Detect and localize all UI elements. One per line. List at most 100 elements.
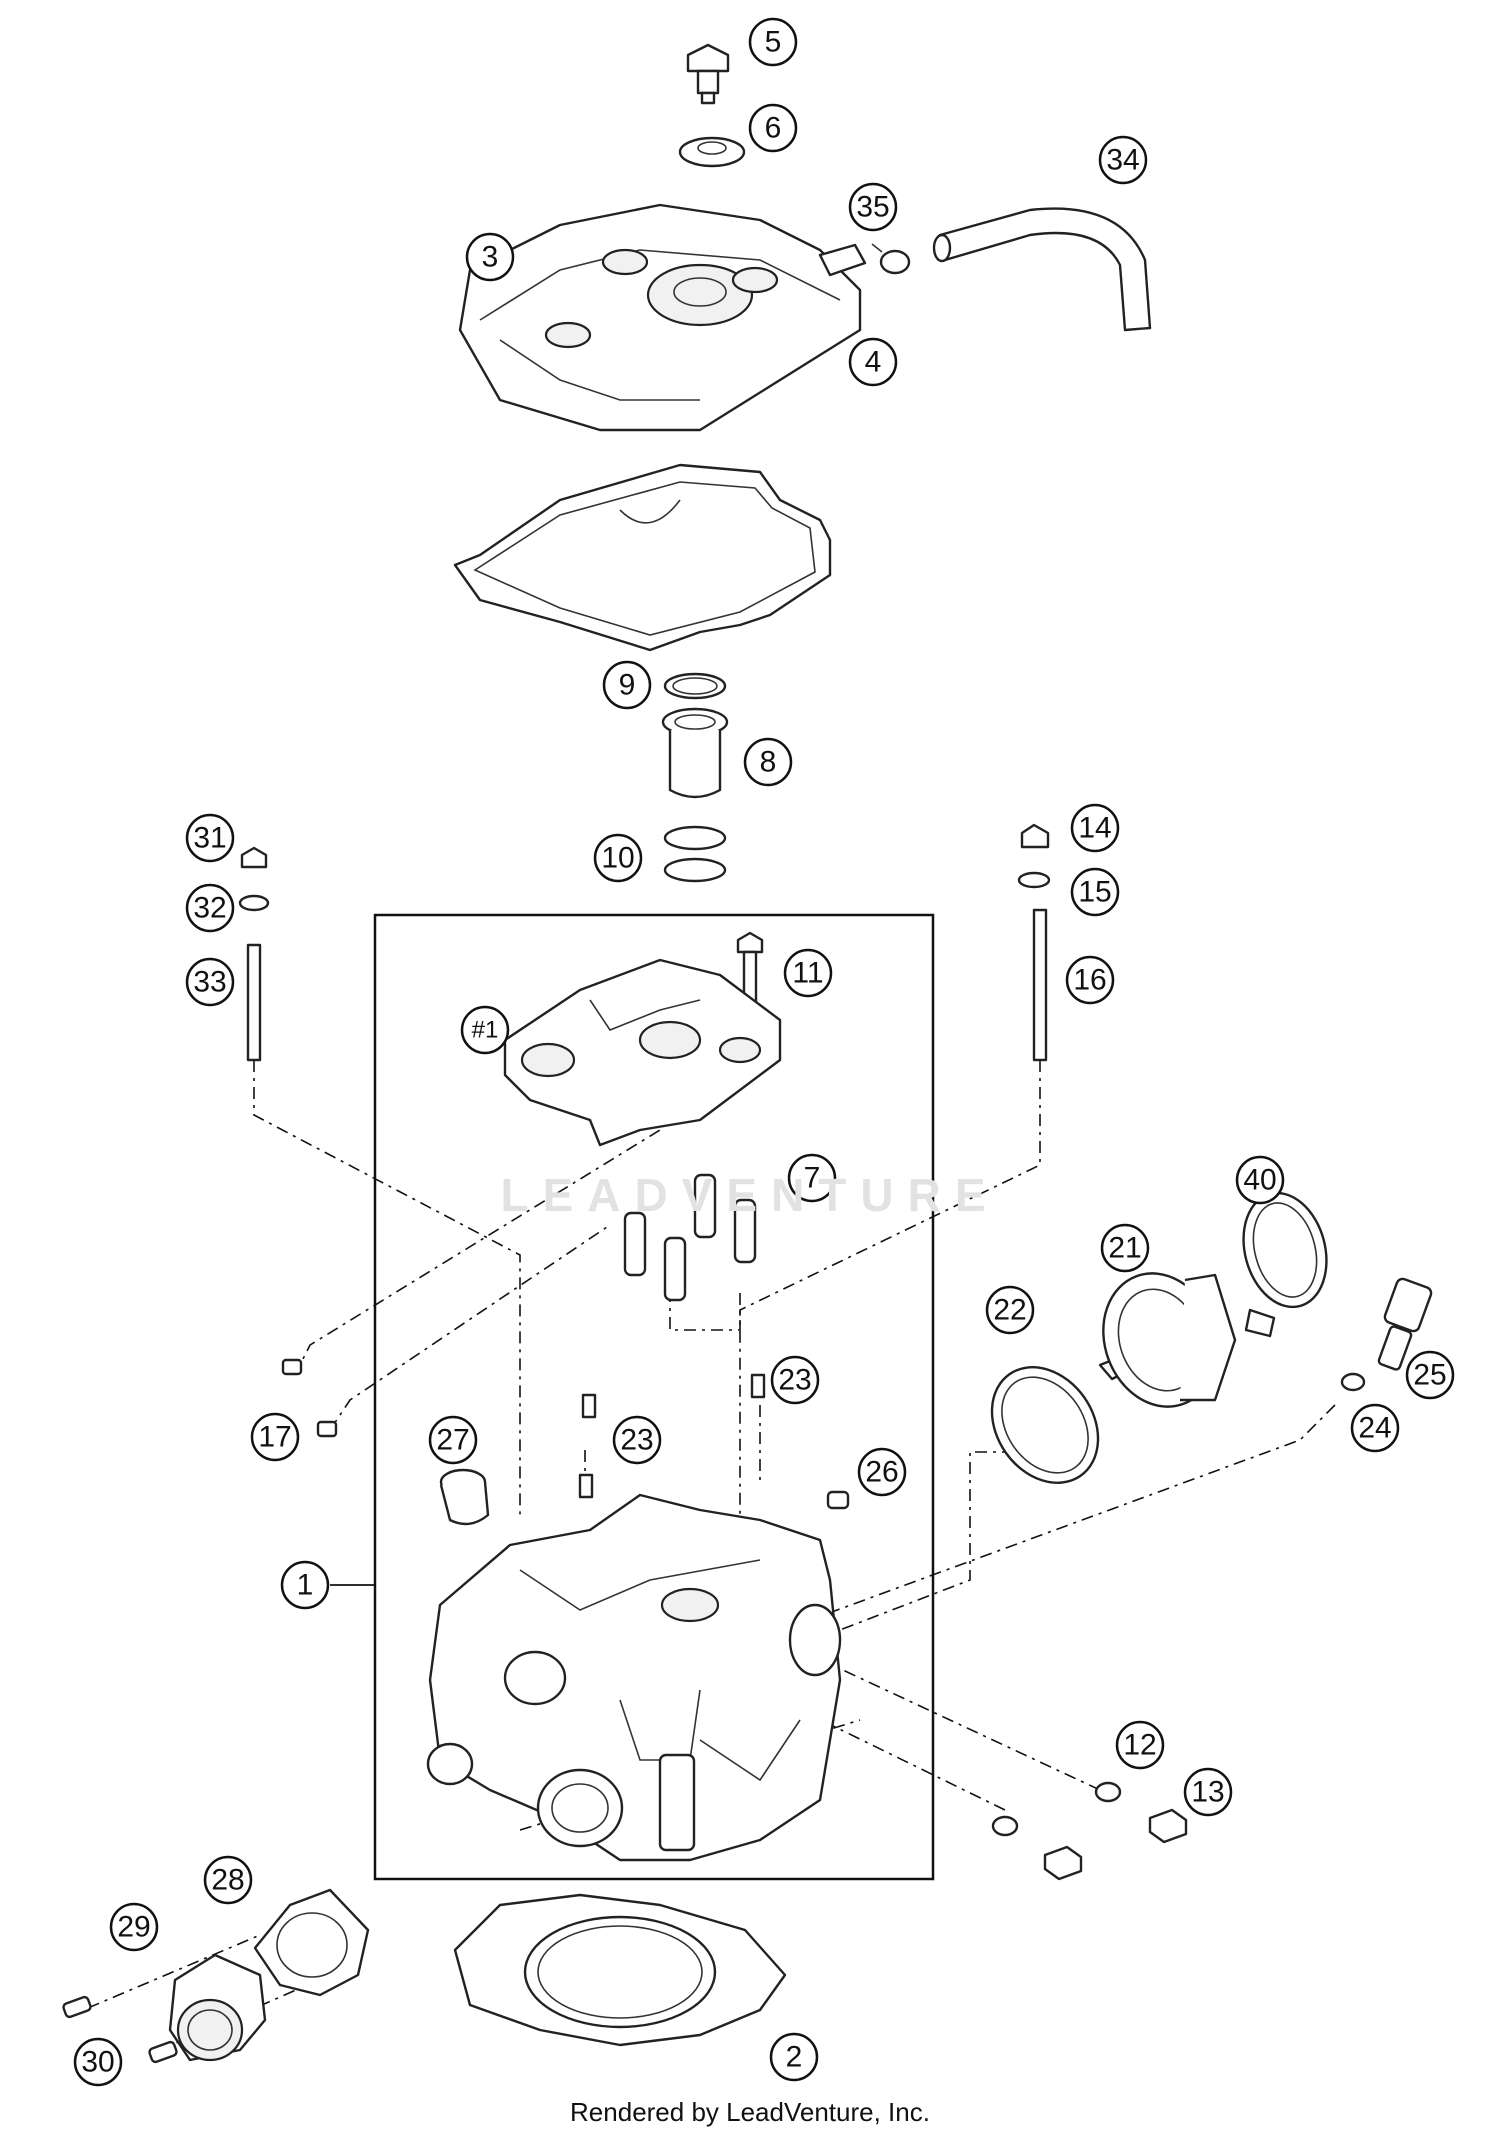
callout-13: 13 [1183,1767,1233,1817]
callout-29: 29 [109,1902,159,1952]
callout-label: 21 [1108,1232,1141,1265]
seal-rings-and-plugs-part [991,1781,1188,1881]
callout-label: 40 [1243,1164,1276,1197]
callout-label: 1 [297,1569,314,1602]
callout-label: #1 [472,1017,499,1044]
sensor-seal-ring-part [1340,1372,1366,1392]
callout-14: 14 [1070,803,1120,853]
callout-12: 12 [1115,1720,1165,1770]
right-stud-assembly-part [1017,823,1051,1062]
callout-label: 7 [804,1162,821,1195]
callout-27: 27 [428,1415,478,1465]
cylinder-head-part [426,1493,842,1862]
valve-cover-part [458,203,867,432]
watermark-text: LEADVENTURE [500,1169,1000,1221]
callout-label: 28 [211,1864,244,1897]
callout-1: 1 [280,1560,330,1610]
callout-label: 4 [865,346,882,379]
callout-23-left: 23 [612,1415,662,1465]
screw-plug-part [826,1490,850,1510]
cylinder-head-assembly-frame [373,913,935,1881]
callout-label: 10 [601,842,634,875]
breather-hose-part [932,207,1152,332]
left-stud-assembly-part [238,846,270,1062]
callout-label: 15 [1078,876,1111,909]
callout-label: 8 [760,746,777,779]
callout-30: 30 [73,2037,123,2087]
exhaust-flange-part [168,1953,267,2062]
callout-28: 28 [203,1855,253,1905]
callout-label: 24 [1358,1412,1391,1445]
callout-6: 6 [748,103,798,153]
callout-label: 5 [765,26,782,59]
temperature-sensor-part [1377,1277,1433,1371]
camshaft-bearing-bridge-part [503,958,782,1147]
callout-17: 17 [250,1412,300,1462]
callout-label: 30 [81,2046,114,2079]
callout-label: 35 [856,191,889,224]
callout-label: 11 [792,957,823,990]
callout-label: 2 [786,2041,803,2074]
cylinder-head-gasket-part [453,1893,787,2047]
callout-label: 33 [193,966,226,999]
plug-screws-part [281,1358,338,1438]
callout-label: 12 [1123,1729,1156,1762]
callout-8: 8 [743,737,793,787]
callout-34: 34 [1098,135,1148,185]
exhaust-gasket-part [253,1888,370,1997]
intake-flange-part [1102,1272,1237,1408]
exhaust-flange-bolts-part [62,1995,178,2064]
callout-31: 31 [185,813,235,863]
callout-11: 11 [783,948,833,998]
callout-label: 26 [865,1456,898,1489]
callout-9: 9 [602,660,652,710]
callout-part-1: #1 [460,1005,510,1055]
callout-10: 10 [593,833,643,883]
callout-label: 29 [117,1911,150,1944]
callout-label: 27 [436,1424,469,1457]
callout-33: 33 [185,957,235,1007]
valve-cover-gasket-part [453,463,832,652]
callout-24: 24 [1350,1403,1400,1453]
callout-16: 16 [1065,955,1115,1005]
callout-5: 5 [748,17,798,67]
callout-2: 2 [769,2032,819,2082]
footer-credit: Rendered by LeadVenture, Inc. [570,2097,930,2127]
callout-label: 32 [193,892,226,925]
callout-label: 6 [765,112,782,145]
valve-guides-part [623,1173,757,1302]
callout-32: 32 [185,883,235,933]
hose-clamp-part [871,243,911,275]
grommet-part [678,136,746,168]
callout-label: 9 [619,669,636,702]
intake-clamp-part [990,1355,1134,1484]
tube-sleeve-part [439,1468,490,1526]
spark-plug-tube-part [661,707,729,799]
callout-22: 22 [985,1285,1035,1335]
callout-25: 25 [1405,1350,1455,1400]
callout-15: 15 [1070,867,1120,917]
callout-label: 22 [993,1294,1026,1327]
seal-ring-part [663,672,727,700]
callout-label: 34 [1106,144,1139,177]
callout-label: 16 [1073,964,1106,997]
callout-label: 17 [258,1421,291,1454]
flange-clamp-part [1242,1191,1328,1338]
callout-label: 14 [1078,812,1111,845]
callout-label: 3 [482,241,499,274]
callout-label: 25 [1413,1359,1446,1392]
callout-label: 31 [193,822,226,855]
callout-40: 40 [1235,1155,1285,1205]
callout-label: 23 [778,1364,811,1397]
callout-21: 21 [1100,1223,1150,1273]
callout-7: 7 [787,1153,837,1203]
callout-35: 35 [848,182,898,232]
callout-label: 23 [620,1424,653,1457]
callout-23-right: 23 [770,1355,820,1405]
valve-cover-bolt-part [686,43,730,105]
callout-4: 4 [848,337,898,387]
callout-26: 26 [857,1447,907,1497]
dowel-pins-part [578,1373,766,1499]
callout-label: 13 [1191,1776,1224,1809]
